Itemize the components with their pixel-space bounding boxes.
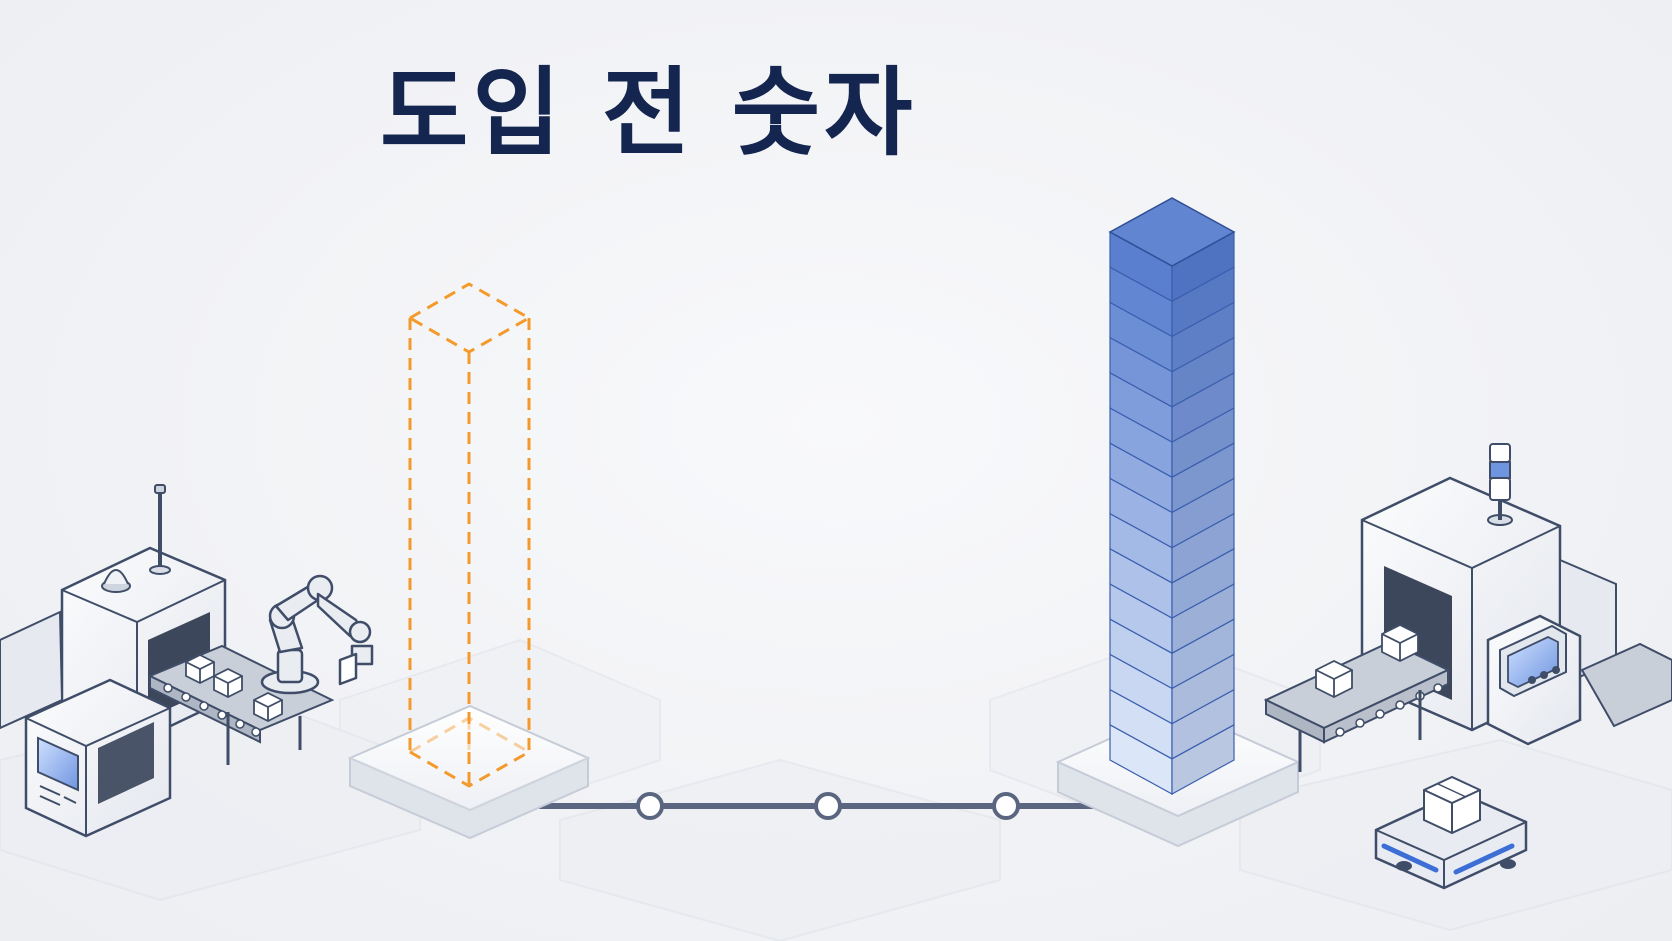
after-column-blocks	[1108, 197, 1236, 796]
connector-line	[537, 792, 1113, 820]
connector-node	[636, 792, 664, 820]
stack-top-face	[1108, 197, 1236, 267]
left-boxes	[185, 653, 283, 723]
signal-tower	[1487, 443, 1513, 526]
agv-robot	[1374, 775, 1528, 890]
right-factory-scene	[1263, 443, 1672, 890]
page-title: 도입 전 숫자	[380, 57, 917, 169]
control-panel	[1486, 614, 1582, 746]
right-conveyor	[1263, 640, 1672, 772]
right-boxes	[1315, 623, 1419, 699]
left-control-unit	[24, 678, 172, 838]
left-factory-scene	[0, 484, 374, 838]
robot-arm	[260, 574, 374, 695]
before-column-outline	[408, 282, 531, 788]
connector-node	[992, 792, 1020, 820]
connector-node	[814, 792, 842, 820]
